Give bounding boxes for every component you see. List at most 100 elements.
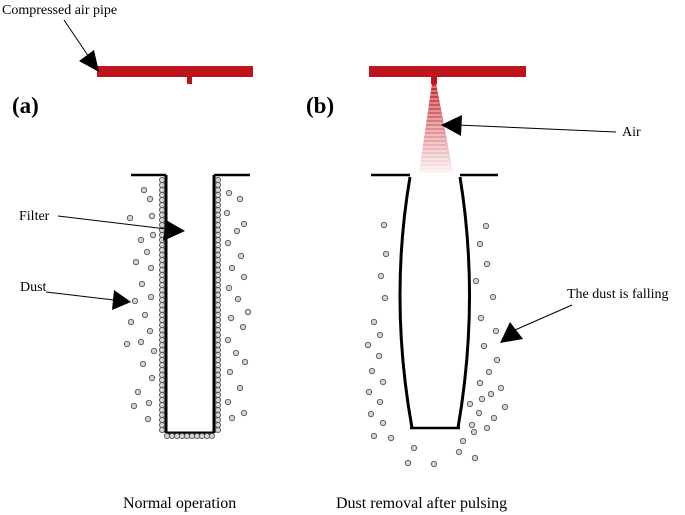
dust-particle <box>158 286 166 294</box>
dust-particle <box>214 191 222 199</box>
dust-particle <box>410 444 418 452</box>
dust-particle <box>158 396 166 404</box>
dust-particle <box>158 261 166 269</box>
dust-particle <box>158 341 166 349</box>
dust-particle <box>158 206 166 214</box>
dust-particle <box>370 432 378 440</box>
dust-particle <box>214 216 222 224</box>
dust-particle <box>214 361 222 369</box>
dust-particle <box>214 326 222 334</box>
dust-particle <box>214 206 222 214</box>
pipe-b <box>369 66 526 77</box>
dust-particle <box>147 293 155 301</box>
panel-a: (a) Compressed air pipe Filter Dust Norm… <box>2 3 253 512</box>
label-dust: Dust <box>20 280 47 295</box>
dust-particle <box>214 316 222 324</box>
dust-particle <box>225 189 233 197</box>
dust-particle <box>158 306 166 314</box>
dust-particle <box>126 214 134 222</box>
dust-particle <box>158 256 166 264</box>
dust-particle <box>158 211 166 219</box>
dust-particle <box>478 395 486 403</box>
dust-particle <box>365 388 373 396</box>
dust-particle <box>198 432 206 440</box>
dust-particle <box>158 336 166 344</box>
dust-particle <box>214 196 222 204</box>
pipe-a-nozzle <box>187 76 192 84</box>
dust-particle <box>214 256 222 264</box>
dust-particle <box>485 368 493 376</box>
dust-particle <box>430 460 438 468</box>
dust-particle <box>375 352 383 360</box>
dust-particle <box>134 388 142 396</box>
dust-particle <box>382 250 390 258</box>
dust-particle <box>492 327 500 335</box>
dust-particle <box>158 281 166 289</box>
dust-particle <box>240 273 248 281</box>
dust-particle <box>483 260 491 268</box>
dust-particle <box>150 347 158 355</box>
label-compressed-air-pipe: Compressed air pipe <box>2 3 117 18</box>
dust-particle <box>214 261 222 269</box>
dust-particle <box>240 409 248 417</box>
dust-particle <box>214 226 222 234</box>
dust-particle <box>233 227 241 235</box>
dust-particle <box>130 402 138 410</box>
dust-particle <box>158 381 166 389</box>
dust-cloud-b <box>364 221 509 468</box>
dust-particle <box>147 264 155 272</box>
caption-b: Dust removal after pulsing <box>336 495 507 512</box>
dust-particle <box>214 231 222 239</box>
dust-particle <box>228 264 236 272</box>
dust-particle <box>214 366 222 374</box>
dust-particle <box>163 432 171 440</box>
dust-particle <box>493 356 501 364</box>
dust-particle <box>158 426 166 434</box>
arrow-air <box>441 115 617 136</box>
dust-particle <box>475 409 483 417</box>
dust-particle <box>214 391 222 399</box>
dust-particle <box>214 406 222 414</box>
dust-particle <box>459 437 467 445</box>
dust-particle <box>158 416 166 424</box>
dust-particle <box>214 301 222 309</box>
dust-particle <box>214 181 222 189</box>
panel-b-tag: (b) <box>306 93 334 118</box>
label-air: Air <box>622 125 641 140</box>
dust-particle <box>370 318 378 326</box>
dust-particle <box>127 318 135 326</box>
dust-particle <box>145 399 153 407</box>
dust-particle <box>232 349 240 357</box>
dust-particle <box>214 341 222 349</box>
dust-particle <box>214 351 222 359</box>
dust-particle <box>139 360 147 368</box>
dust-particle <box>244 308 252 316</box>
dust-particle <box>214 211 222 219</box>
dust-particle <box>183 432 191 440</box>
dust-particle <box>214 276 222 284</box>
filter-bag-left-b <box>398 176 414 429</box>
dust-particle <box>158 411 166 419</box>
dust-particle <box>214 271 222 279</box>
dust-particle <box>483 424 491 432</box>
dust-particle <box>158 291 166 299</box>
dust-particle <box>214 246 222 254</box>
dust-particle <box>468 421 476 429</box>
dust-particle <box>482 222 490 230</box>
dust-particle <box>234 295 242 303</box>
dust-particle <box>158 191 166 199</box>
dust-particle <box>158 221 166 229</box>
dust-particle <box>214 411 222 419</box>
dust-particle <box>158 401 166 409</box>
dust-particle <box>158 276 166 284</box>
dust-particle <box>203 432 211 440</box>
dust-particle <box>158 331 166 339</box>
arrow-dust-falling <box>500 304 573 343</box>
dust-particle <box>214 336 222 344</box>
dust-particle <box>158 361 166 369</box>
dust-particle <box>490 414 498 422</box>
dust-particle <box>214 371 222 379</box>
dust-particle <box>214 381 222 389</box>
dust-particle <box>158 271 166 279</box>
dust-particle <box>377 272 385 280</box>
